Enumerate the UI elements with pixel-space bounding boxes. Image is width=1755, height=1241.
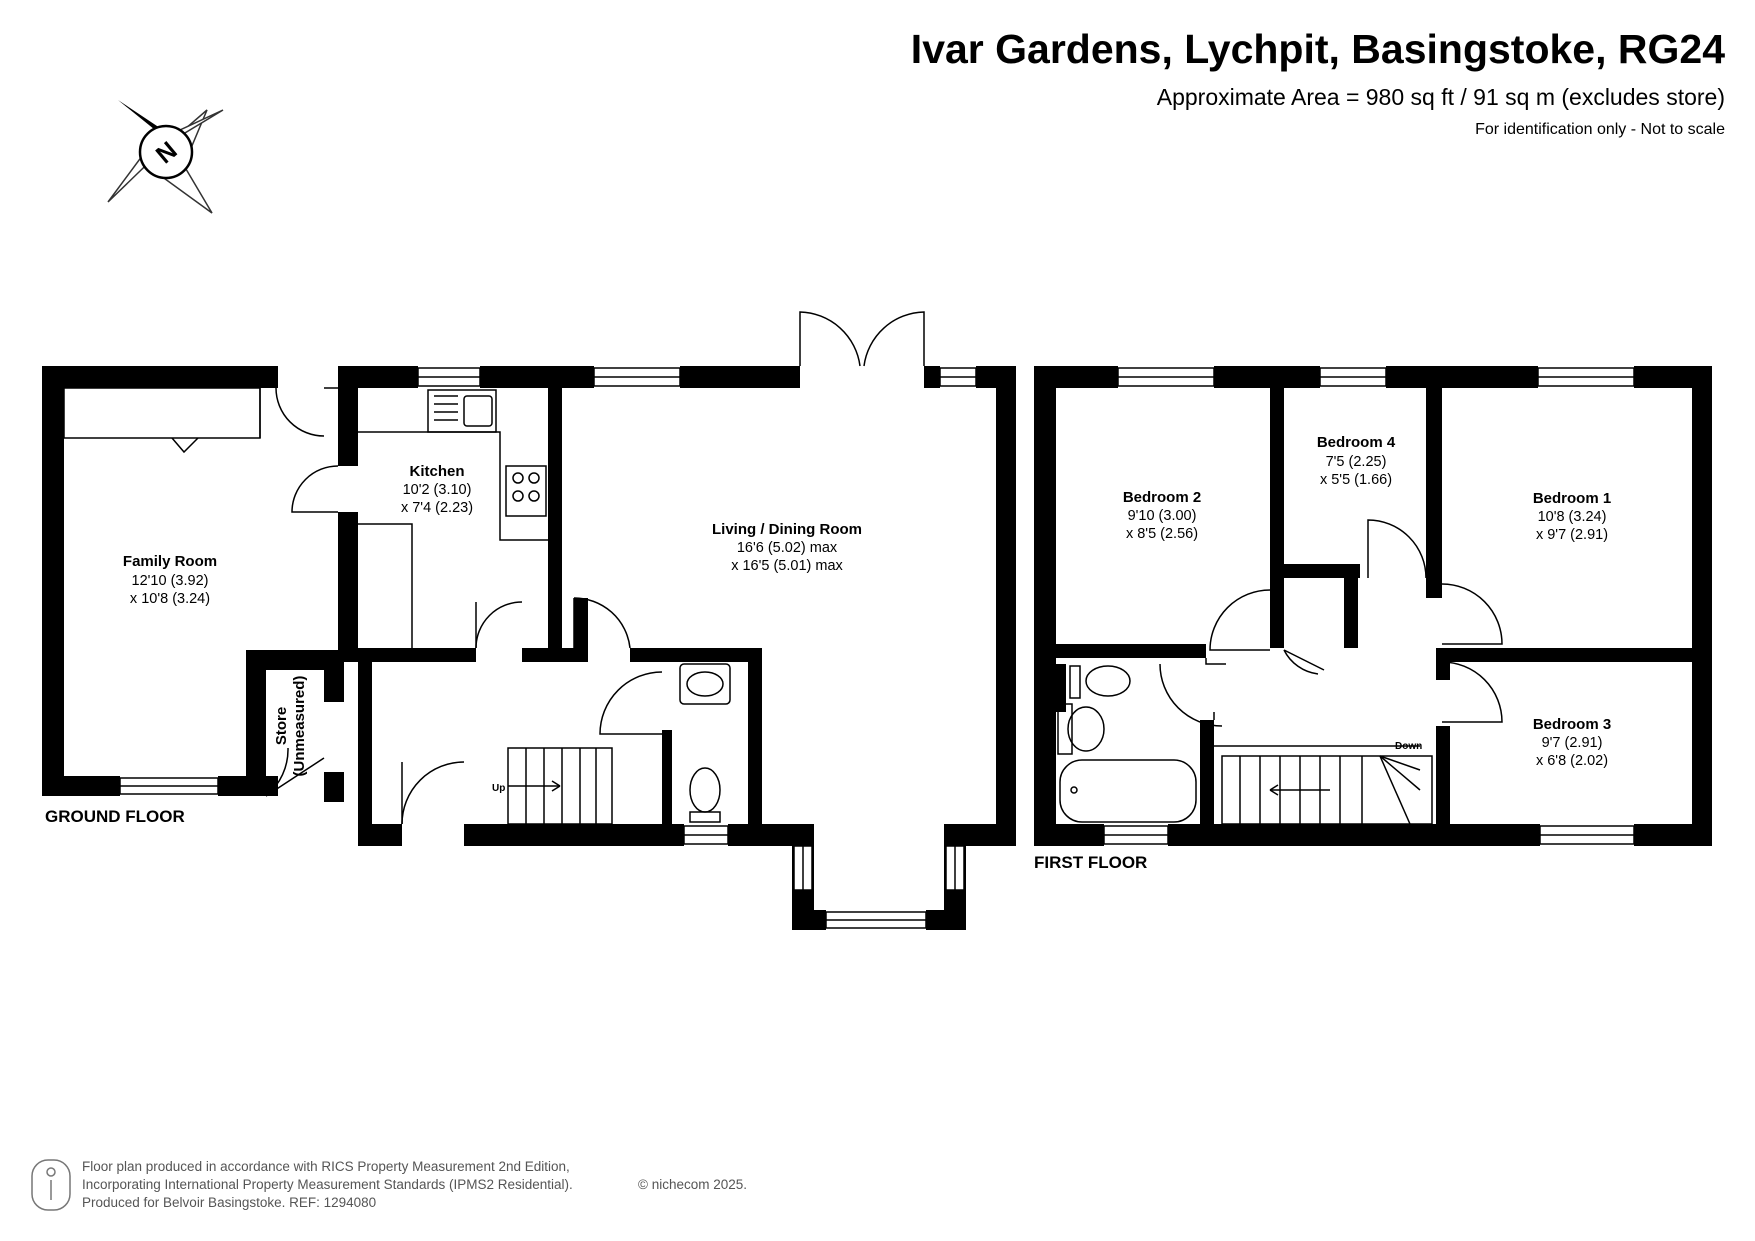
compass-rose-icon: N xyxy=(107,100,224,214)
svg-text:x 10'8 (3.24): x 10'8 (3.24) xyxy=(130,591,210,607)
svg-text:Bedroom 1: Bedroom 1 xyxy=(1533,490,1611,507)
svg-text:(Unmeasured): (Unmeasured) xyxy=(291,676,308,777)
svg-text:10'2 (3.10): 10'2 (3.10) xyxy=(403,482,472,498)
footer-line-2: Incorporating International Property Mea… xyxy=(82,1177,573,1192)
room-label-bedroom2: Bedroom 2 9'10 (3.00) x 8'5 (2.56) xyxy=(1123,489,1201,542)
room-label-family: Family Room 12'10 (3.92) x 10'8 (3.24) xyxy=(123,553,217,607)
stairs-up-label: Up xyxy=(492,783,505,794)
svg-text:9'7 (2.91): 9'7 (2.91) xyxy=(1542,735,1603,751)
svg-text:10'8 (3.24): 10'8 (3.24) xyxy=(1538,509,1607,525)
svg-text:Bedroom 4: Bedroom 4 xyxy=(1317,434,1396,451)
person-icon xyxy=(31,1159,71,1211)
ground-floor-fittings xyxy=(63,311,925,825)
svg-text:Store: Store xyxy=(273,707,290,745)
svg-text:Bedroom 2: Bedroom 2 xyxy=(1123,489,1201,506)
room-label-store: Store (Unmeasured) xyxy=(273,676,308,777)
svg-text:x 6'8 (2.02): x 6'8 (2.02) xyxy=(1536,753,1608,769)
room-label-living: Living / Dining Room 16'6 (5.02) max x 1… xyxy=(712,521,862,574)
svg-text:12'10 (3.92): 12'10 (3.92) xyxy=(132,573,209,589)
svg-text:7'5 (2.25): 7'5 (2.25) xyxy=(1326,454,1387,470)
room-label-bedroom4: Bedroom 4 7'5 (2.25) x 5'5 (1.66) xyxy=(1317,434,1396,488)
ground-floor-label: GROUND FLOOR xyxy=(45,807,185,826)
first-floor-fittings xyxy=(1057,519,1503,825)
first-floor-windows xyxy=(1103,367,1635,845)
svg-text:x 7'4 (2.23): x 7'4 (2.23) xyxy=(401,500,473,516)
svg-text:x 8'5 (2.56): x 8'5 (2.56) xyxy=(1126,526,1198,542)
room-label-bedroom3: Bedroom 3 9'7 (2.91) x 6'8 (2.02) xyxy=(1533,716,1611,769)
ground-floor-windows xyxy=(119,367,977,929)
svg-text:x 9'7 (2.91): x 9'7 (2.91) xyxy=(1536,527,1608,543)
room-label-kitchen: Kitchen 10'2 (3.10) x 7'4 (2.23) xyxy=(401,463,473,516)
first-floor-label: FIRST FLOOR xyxy=(1034,853,1147,872)
svg-text:x 16'5 (5.01) max: x 16'5 (5.01) max xyxy=(731,558,843,574)
svg-text:Living / Dining Room: Living / Dining Room xyxy=(712,521,862,538)
disclaimer: For identification only - Not to scale xyxy=(1475,121,1725,138)
footer-copyright: © nichecom 2025. xyxy=(638,1177,747,1192)
footer-line-3: Produced for Belvoir Basingstoke. REF: 1… xyxy=(82,1195,376,1210)
svg-text:Family Room: Family Room xyxy=(123,553,217,570)
property-title: Ivar Gardens, Lychpit, Basingstoke, RG24 xyxy=(910,26,1725,72)
footer-line-1: Floor plan produced in accordance with R… xyxy=(82,1159,570,1174)
svg-text:x 5'5 (1.66): x 5'5 (1.66) xyxy=(1320,472,1392,488)
ground-floor-walls xyxy=(42,366,1016,930)
room-label-bedroom1: Bedroom 1 10'8 (3.24) x 9'7 (2.91) xyxy=(1533,490,1611,543)
svg-text:Bedroom 3: Bedroom 3 xyxy=(1533,716,1611,733)
approximate-area: Approximate Area = 980 sq ft / 91 sq m (… xyxy=(1156,84,1725,110)
svg-text:Kitchen: Kitchen xyxy=(409,463,464,480)
first-floor-walls xyxy=(1034,366,1712,846)
stairs-down-label: Down xyxy=(1395,741,1422,752)
svg-text:16'6 (5.02) max: 16'6 (5.02) max xyxy=(737,540,838,556)
svg-text:9'10 (3.00): 9'10 (3.00) xyxy=(1128,508,1197,524)
